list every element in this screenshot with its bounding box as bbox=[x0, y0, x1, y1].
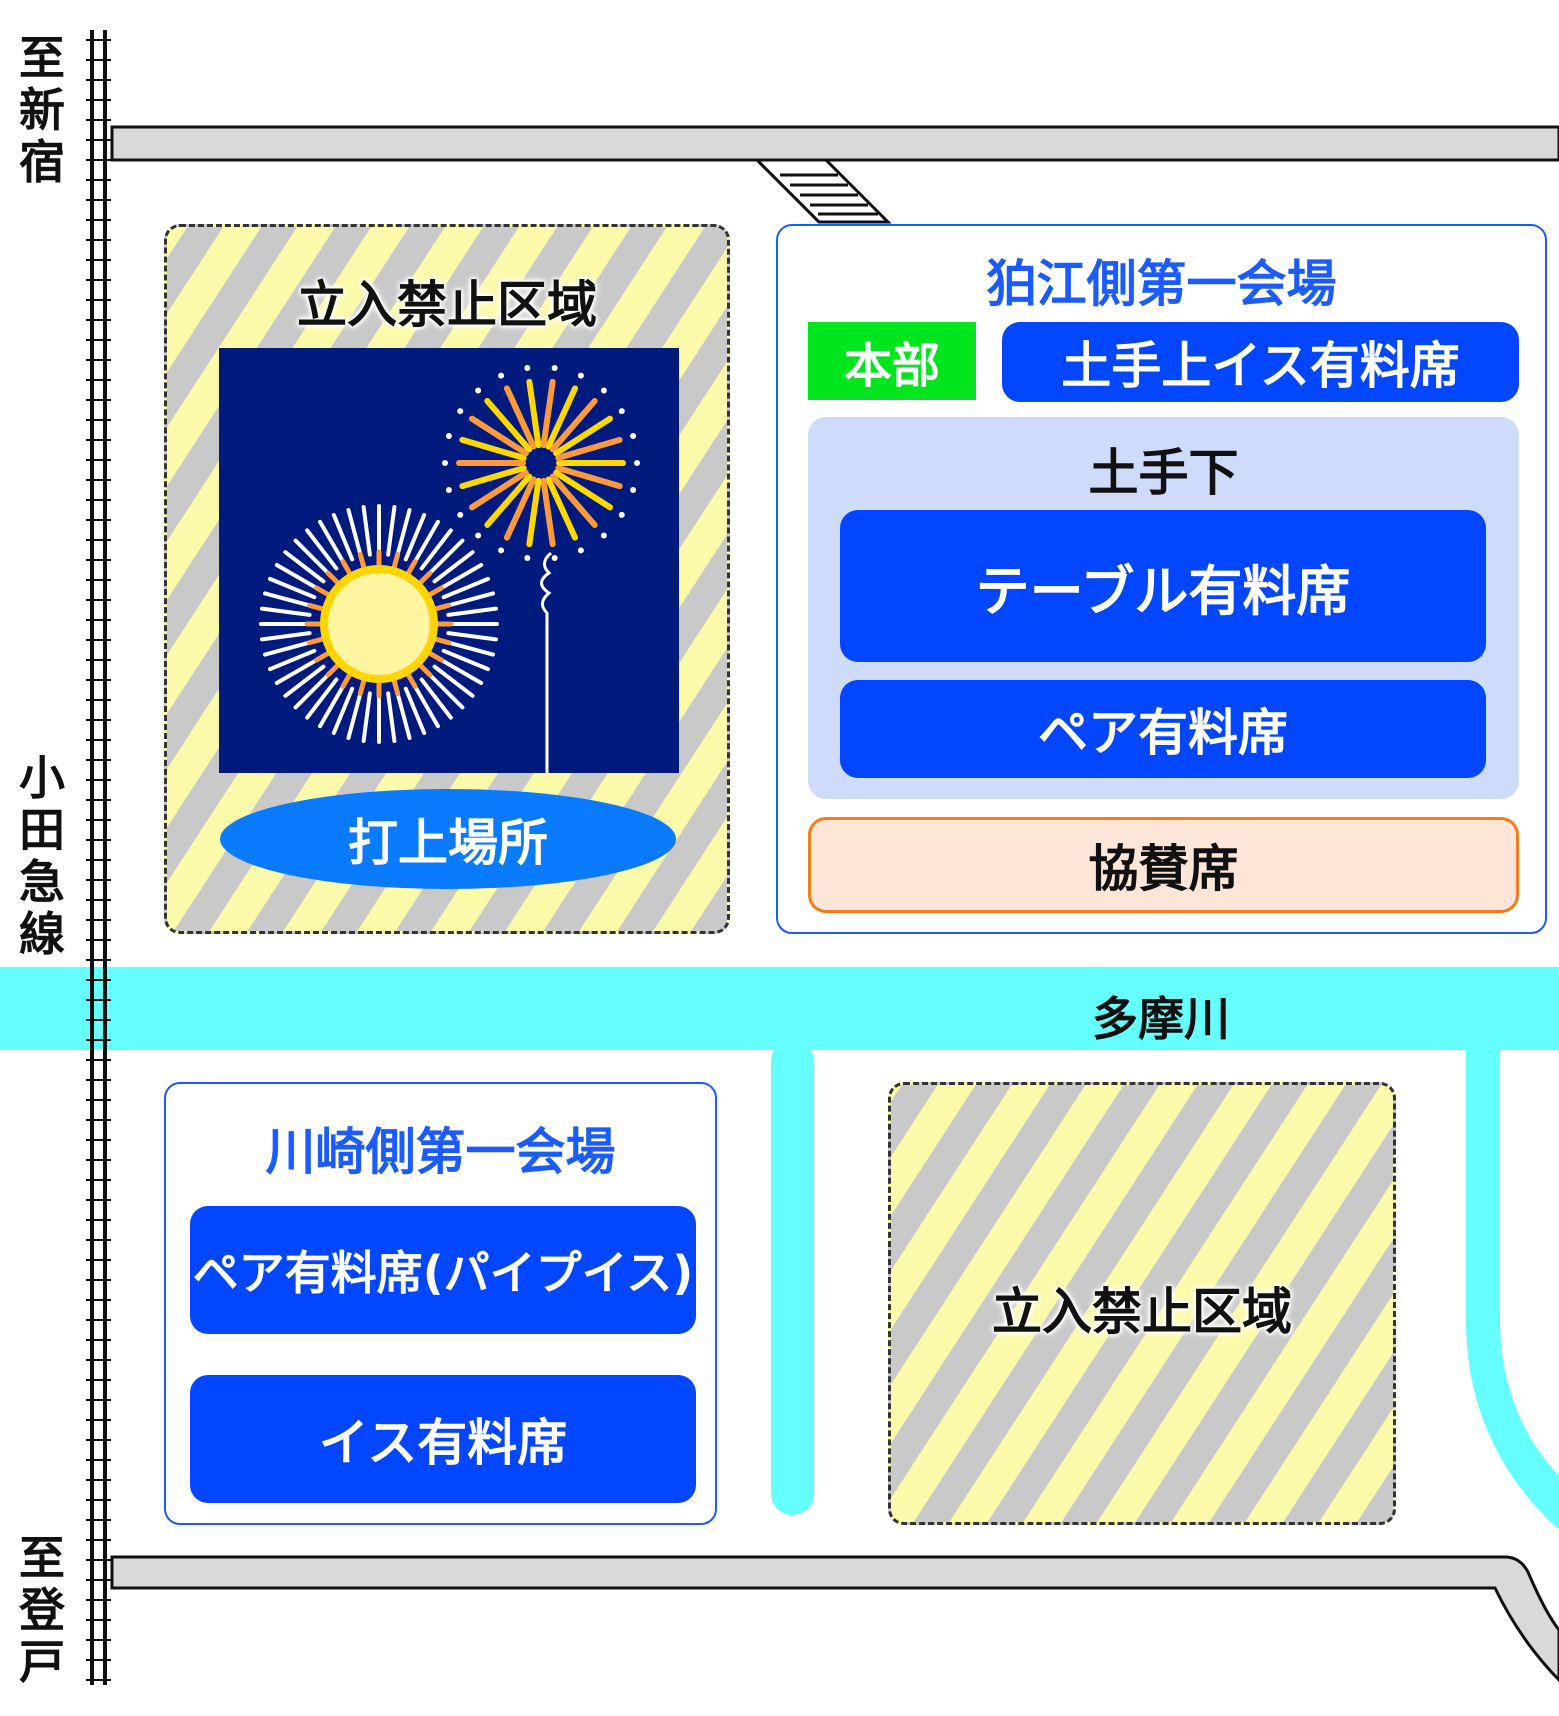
restricted-area-label: 立入禁止区域 bbox=[297, 276, 597, 334]
sponsor-seats: 協賛席 bbox=[808, 817, 1519, 913]
south-direction-label: 至登戸 bbox=[12, 1532, 72, 1688]
river-channel bbox=[771, 1040, 814, 1515]
komae-venue-title: 狛江側第一会場 bbox=[986, 255, 1337, 313]
firework-small bbox=[442, 364, 640, 562]
headquarters-label: 本部 bbox=[808, 322, 976, 400]
railway-name-label: 小田急線 bbox=[12, 752, 72, 960]
pair-seats: ペア有料席 bbox=[840, 680, 1486, 778]
launch-site-marker: 打上場所 bbox=[220, 789, 676, 889]
stair-icon bbox=[753, 158, 892, 224]
komae-venue: 狛江側第一会場 本部 土手上イス有料席 土手下 テーブル有料席 ペア有料席 協賛… bbox=[776, 224, 1547, 934]
embankment-bottom-area: 土手下 テーブル有料席 ペア有料席 bbox=[808, 417, 1519, 799]
kawasaki-venue-title: 川崎側第一会場 bbox=[265, 1123, 616, 1181]
river-band bbox=[0, 967, 1559, 1050]
road-north bbox=[110, 125, 1559, 162]
north-direction-label: 至新宿 bbox=[12, 32, 72, 188]
embankment-top-seats: 土手上イス有料席 bbox=[1002, 322, 1519, 402]
launch-site-label: 打上場所 bbox=[348, 814, 548, 872]
chair-seats: イス有料席 bbox=[190, 1375, 696, 1503]
kawasaki-venue: 川崎側第一会場 ペア有料席(パイプイス) イス有料席 bbox=[164, 1082, 717, 1525]
river-label: 多摩川 bbox=[1092, 992, 1230, 1046]
river-curve bbox=[1466, 1040, 1559, 1530]
road-south bbox=[110, 1555, 1559, 1683]
restricted-area-label: 立入禁止区域 bbox=[992, 1283, 1292, 1341]
table-seats: テーブル有料席 bbox=[840, 510, 1486, 662]
fireworks-illustration bbox=[219, 348, 679, 773]
railway-ties bbox=[86, 39, 111, 1681]
restricted-area-south: 立入禁止区域 bbox=[888, 1082, 1396, 1525]
restricted-area-north: 立入禁止区域 打上場所 bbox=[164, 224, 730, 934]
firework-large bbox=[259, 504, 499, 744]
embankment-bottom-title: 土手下 bbox=[1088, 444, 1239, 502]
pair-pipe-chair-seats: ペア有料席(パイプイス) bbox=[190, 1206, 696, 1334]
railway-track bbox=[90, 30, 107, 1685]
firework-trail bbox=[540, 551, 553, 773]
